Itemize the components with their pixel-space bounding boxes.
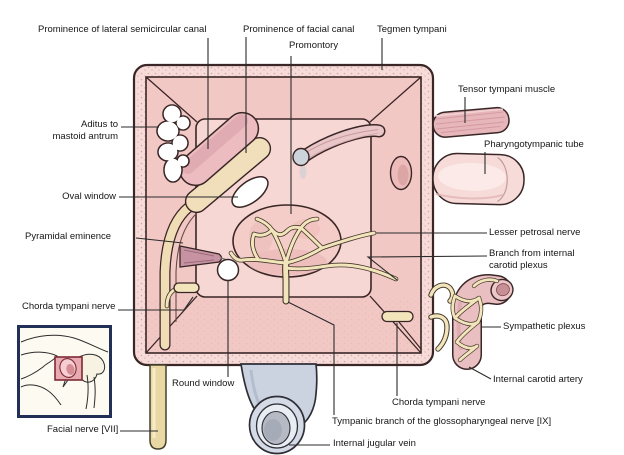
label-prominence-lateral-semicircular-canal: Prominence of lateral semicircular canal [38,24,207,35]
label-internal-carotid-artery: Internal carotid artery [493,374,583,385]
inset-skull-locator [17,325,112,418]
label-branch-internal-carotid-plexus: Branch from internal carotid plexus [489,248,575,271]
label-lesser-petrosal-nerve: Lesser petrosal nerve [489,227,581,238]
label-tympanic-branch-glossopharyngeal: Tympanic branch of the glossopharyngeal … [332,416,552,427]
processus-cochleariformis [292,147,310,167]
perspective-lines [145,76,422,354]
internal-carotid-artery-shape [431,273,514,370]
label-promontory: Promontory [289,40,339,51]
label-facial-nerve-vii: Facial nerve [VII] [47,424,119,435]
label-internal-jugular-vein: Internal jugular vein [333,438,416,449]
facial-nerve-shape [149,364,167,450]
label-sympathetic-plexus: Sympathetic plexus [503,321,586,332]
label-oval-window: Oval window [62,191,116,202]
label-tensor-tympani-muscle: Tensor tympani muscle [458,84,556,95]
facial-canal-descending [159,201,198,351]
label-chorda-tympani-nerve-left: Chorda tympani nerve [22,301,116,312]
internal-jugular-vein-shape [240,363,318,455]
label-chorda-tympani-nerve-bottom: Chorda tympani nerve [392,397,486,408]
label-pharyngotympanic-tube: Pharyngotympanic tube [484,139,584,150]
round-window-shape [216,258,240,282]
aditus-shape [156,104,191,183]
label-tegmen-tympani: Tegmen tympani [377,24,447,35]
pharyngotympanic-tube-shape [432,152,525,206]
label-aditus-to-mastoid-antrum: Aditus to mastoid antrum [52,119,118,142]
tensor-tympani-muscle-shape [432,106,510,138]
leader-lines [118,37,501,446]
label-pyramidal-eminence: Pyramidal eminence [25,231,112,242]
label-prominence-facial-canal: Prominence of facial canal [243,24,355,35]
chorda-tympani-segments [173,282,422,350]
tensor-tendon [292,123,386,179]
oval-window-shape [231,176,269,208]
right-wall-recess [389,155,413,191]
label-round-window: Round window [172,378,235,389]
